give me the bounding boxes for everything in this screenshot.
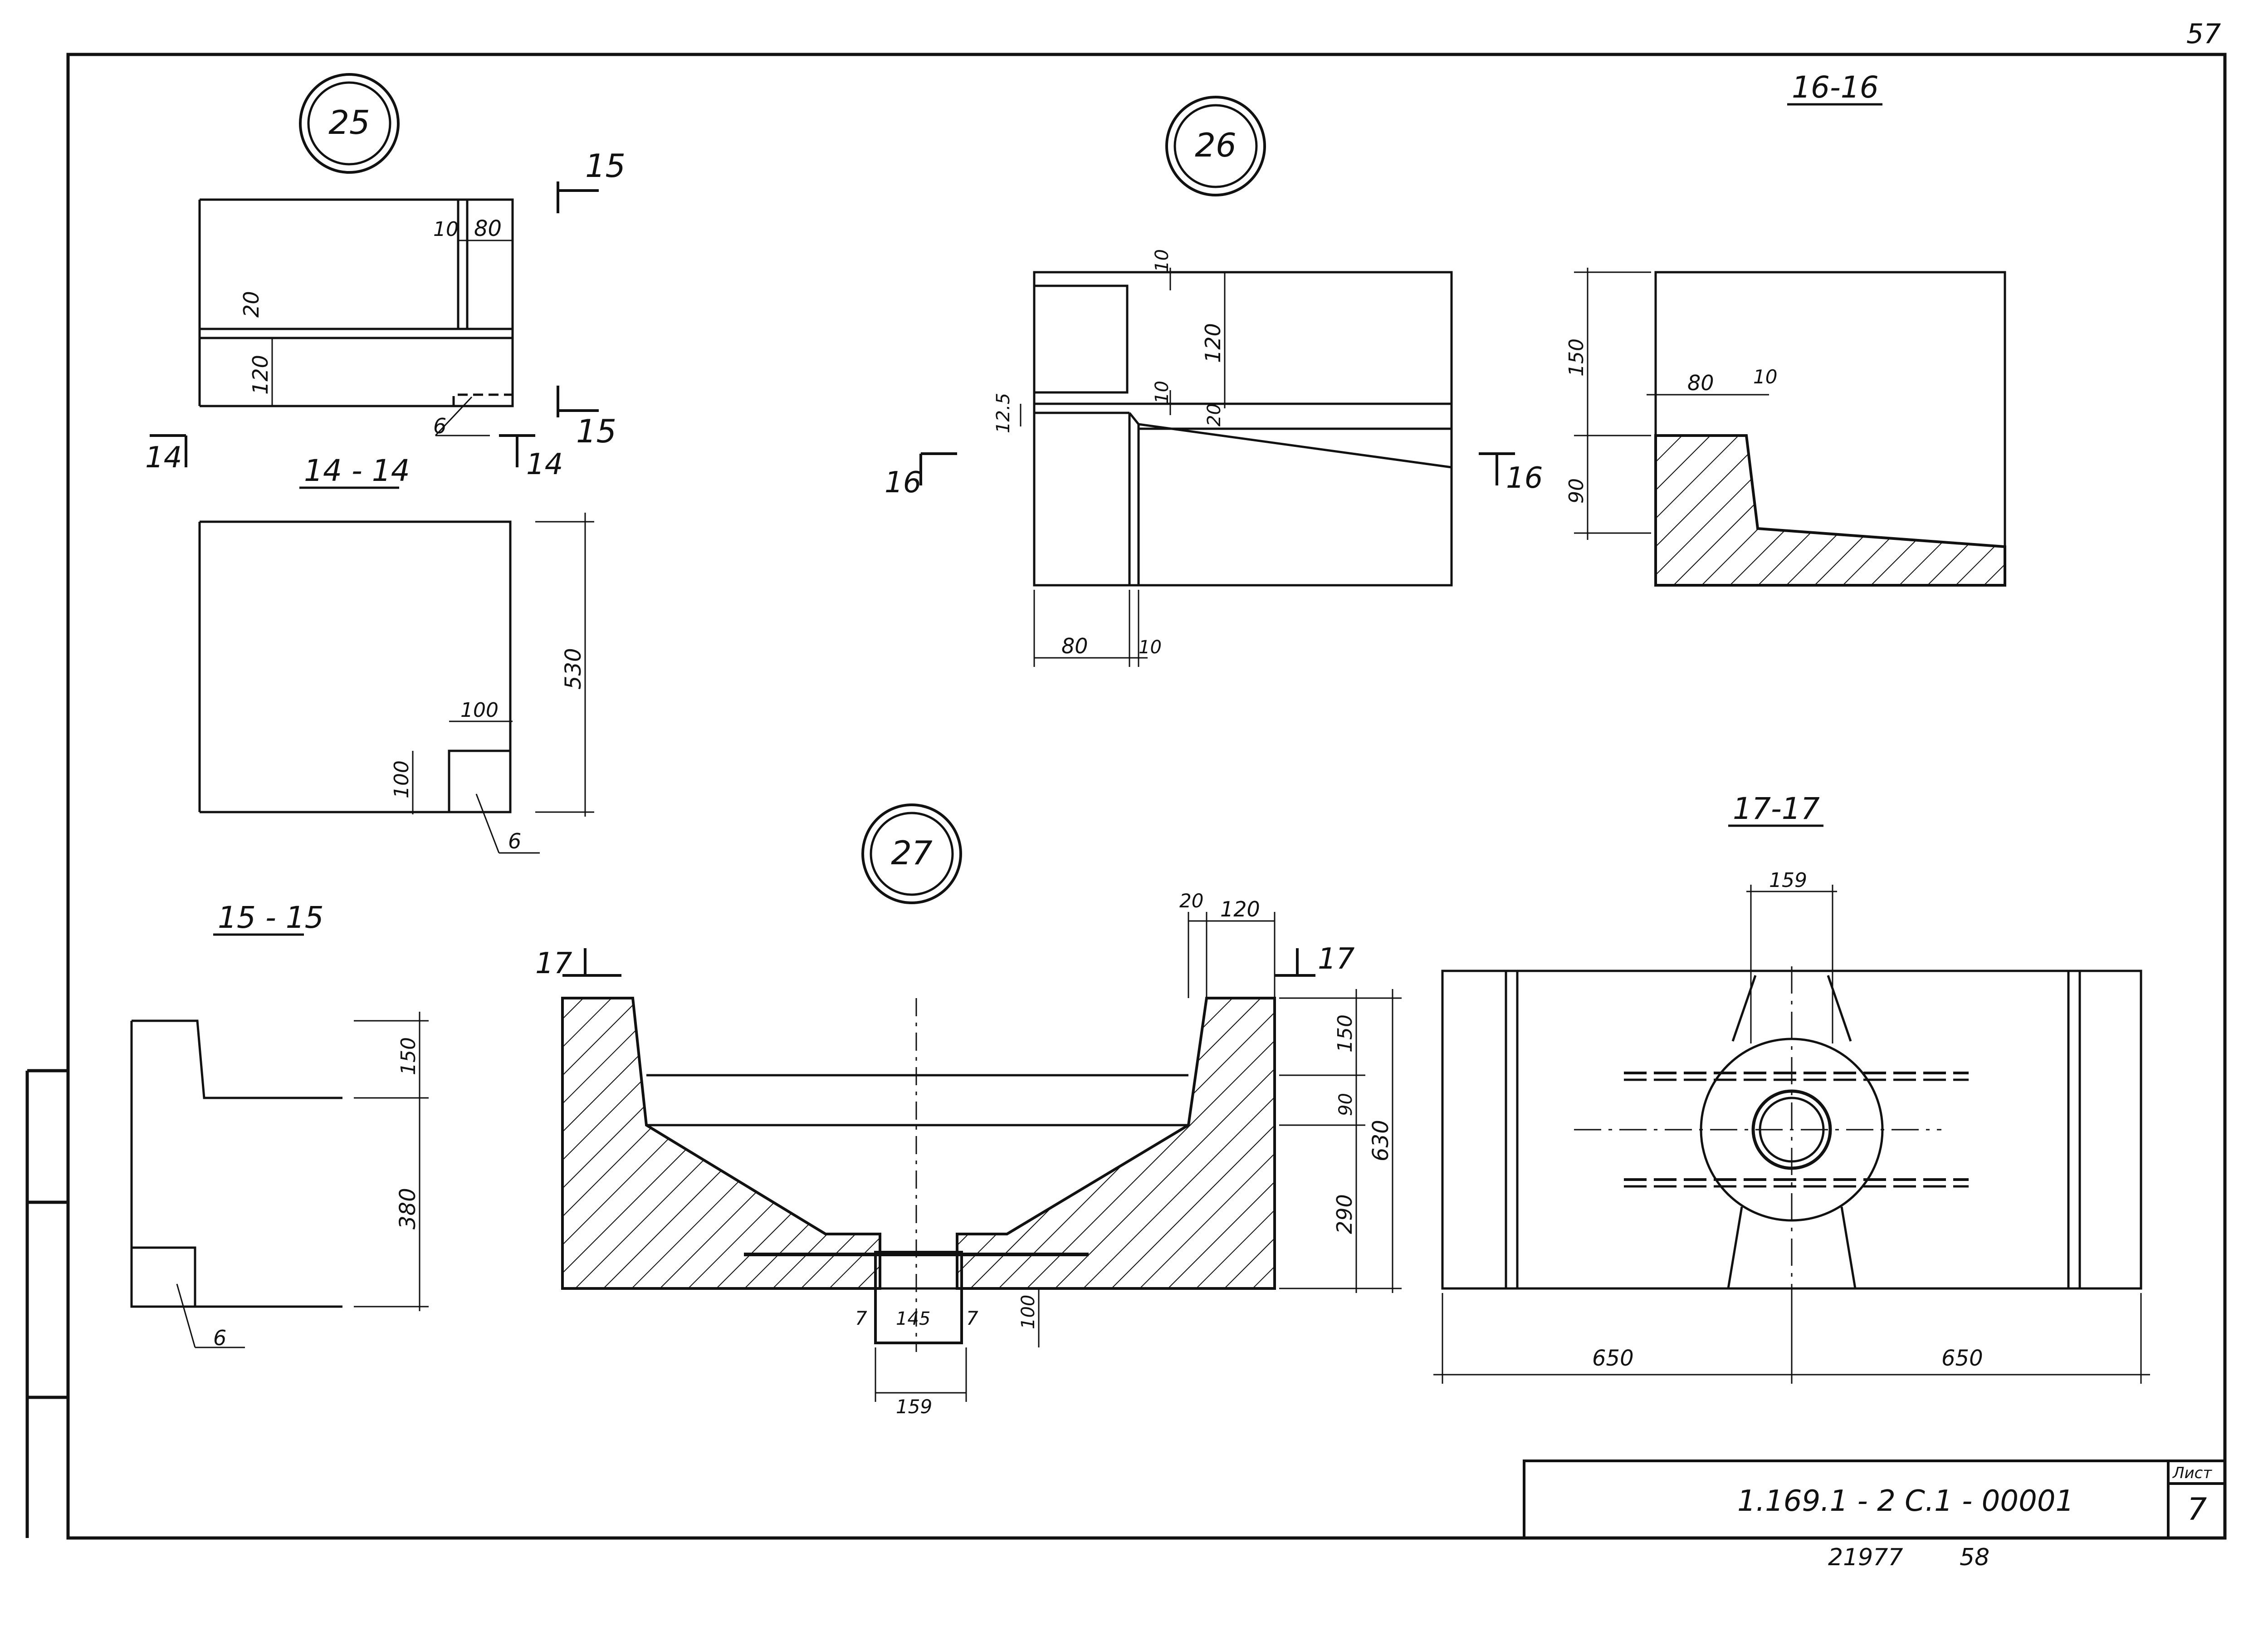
section-14-title: 14 - 14 <box>304 453 410 488</box>
detail-27-label: 27 <box>891 834 933 872</box>
dim-14-6: 6 <box>508 829 521 853</box>
dim-27-159: 159 <box>896 1396 932 1418</box>
dim-26-20: 20 <box>1204 403 1225 426</box>
page-number: 57 <box>2186 18 2221 50</box>
cut-15-top: 15 <box>585 147 626 185</box>
detail-27-inner-circle <box>870 812 954 896</box>
detail-26-label: 26 <box>1195 126 1237 164</box>
cut-15-bottom: 15 <box>576 413 616 450</box>
cut-17-left: 17 <box>535 947 572 980</box>
cut-16-right: 16 <box>1506 461 1543 495</box>
inventory-number: 21977 <box>1828 1544 1903 1571</box>
dim-27-290: 290 <box>1332 1194 1357 1234</box>
dim-26-80: 80 <box>1061 634 1088 658</box>
dim-25-120: 120 <box>248 355 273 395</box>
doc-code: 1.169.1 - 2 C.1 - 00001 <box>1737 1484 2074 1518</box>
dim-16-80: 80 <box>1687 371 1714 395</box>
dim-27-7-right: 7 <box>966 1307 978 1329</box>
dim-16-150: 150 <box>1565 338 1588 377</box>
detail-25-label: 25 <box>328 103 370 142</box>
dim-27-120: 120 <box>1220 897 1260 921</box>
detail-25-outer-circle <box>299 73 400 174</box>
dim-27-20: 20 <box>1179 890 1203 912</box>
detail-26-view: 26 10 120 10 20 12.5 80 10 <box>885 96 1543 667</box>
dim-26-120: 120 <box>1201 323 1225 363</box>
dim-17-650-left: 650 <box>1592 1346 1634 1371</box>
section-17-view: 17-17 <box>1433 791 2150 1384</box>
dim-26-10-mid: 10 <box>1152 381 1173 404</box>
dim-26-10-top: 10 <box>1152 249 1173 272</box>
sheet-frame <box>25 53 2227 1540</box>
dim-17-650-right: 650 <box>1941 1346 1983 1371</box>
dim-27-150: 150 <box>1334 1014 1357 1053</box>
section-15-title: 15 - 15 <box>218 900 324 935</box>
dim-15-380: 380 <box>395 1188 420 1229</box>
section-14-view: 14 - 14 530 100 100 6 <box>198 453 594 854</box>
dim-27-90: 90 <box>1335 1093 1356 1116</box>
detail-27-concrete <box>561 997 1276 1290</box>
detail-26-outer-circle <box>1165 96 1266 196</box>
dim-27-100: 100 <box>1018 1295 1039 1329</box>
dim-27-7-left: 7 <box>855 1307 867 1329</box>
detail-27-outer-circle <box>861 803 962 904</box>
title-block <box>1523 1459 2226 1539</box>
dim-16-10: 10 <box>1753 366 1777 388</box>
dim-14-100-v: 100 <box>390 760 413 798</box>
section-17-title: 17-17 <box>1733 791 1820 826</box>
dim-16-90: 90 <box>1565 478 1588 504</box>
inventory-sub: 58 <box>1960 1544 1989 1571</box>
section-15-view: 15 - 15 150 380 6 <box>130 900 429 1350</box>
cut-16-left: 16 <box>885 466 921 500</box>
section-16-concrete <box>1654 434 2006 587</box>
cut-14-left: 14 <box>145 441 182 475</box>
dim-15-6: 6 <box>213 1326 226 1350</box>
dim-25-6: 6 <box>433 414 446 438</box>
dim-26-10-bottom: 10 <box>1139 637 1162 658</box>
section-16-title: 16-16 <box>1792 70 1879 105</box>
dim-14-530: 530 <box>561 648 586 690</box>
detail-25-inner-circle <box>307 81 391 166</box>
sheet-label: Лист <box>2172 1464 2212 1482</box>
detail-27-view: 27 20 120 150 90 <box>535 803 1402 1418</box>
section-16-view: 16-16 150 90 80 10 <box>1565 70 2006 587</box>
dim-25-80: 80 <box>474 216 502 241</box>
detail-25-view: 25 10 80 20 120 6 <box>145 73 626 481</box>
dim-25-10: 10 <box>433 218 459 241</box>
dim-27-630: 630 <box>1368 1120 1393 1161</box>
dim-27-145: 145 <box>896 1308 930 1329</box>
dim-26-12-5: 12.5 <box>993 393 1014 433</box>
dim-15-150: 150 <box>397 1037 420 1075</box>
sheet-number: 7 <box>2187 1492 2207 1528</box>
dim-14-100-h: 100 <box>460 699 499 722</box>
dim-25-20: 20 <box>239 291 264 318</box>
dim-17-159: 159 <box>1769 869 1807 892</box>
cut-17-right: 17 <box>1318 942 1355 976</box>
cut-14-right: 14 <box>526 448 563 481</box>
detail-26-inner-circle <box>1173 104 1258 188</box>
